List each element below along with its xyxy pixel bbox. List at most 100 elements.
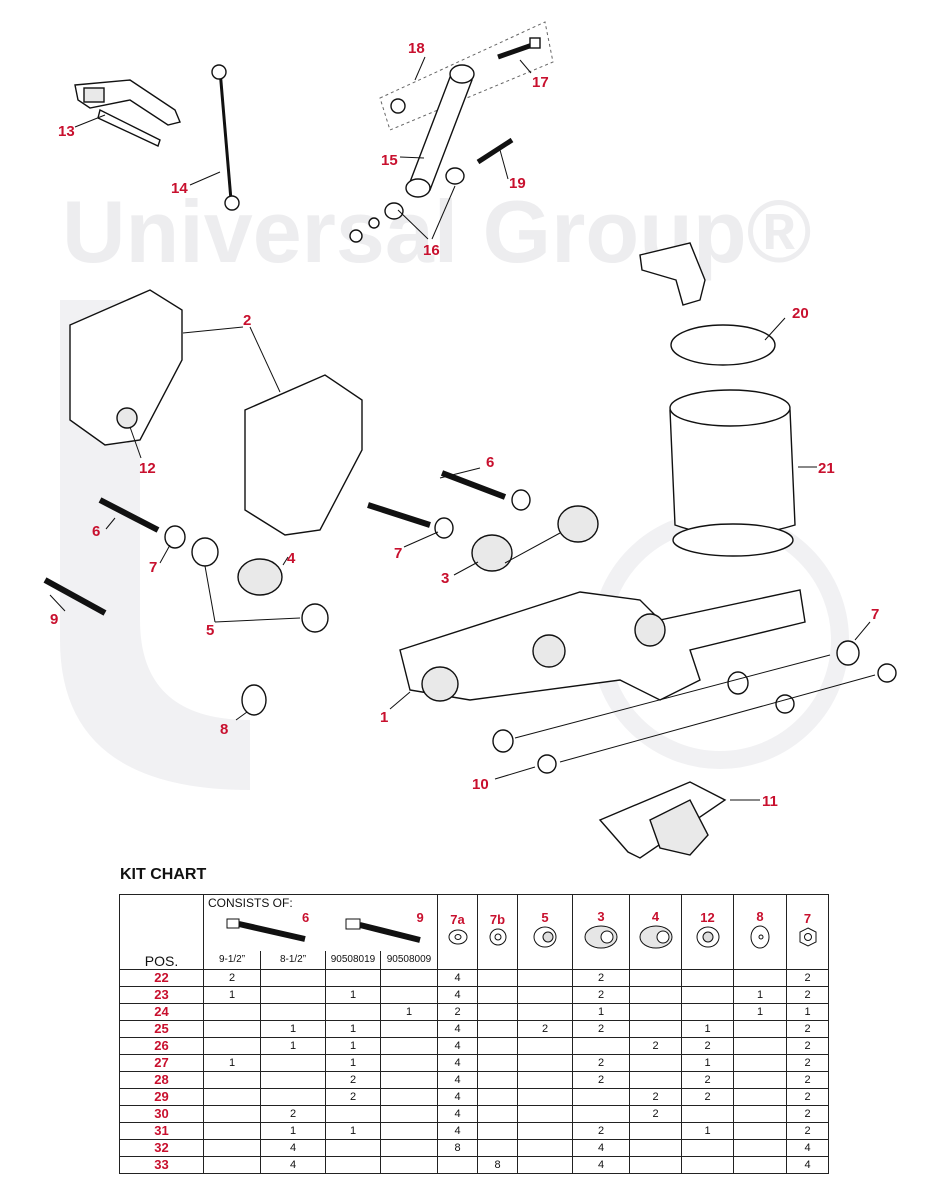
quantity-cell bbox=[629, 1156, 682, 1174]
washer-8-icon bbox=[750, 925, 770, 948]
callout-1: 1 bbox=[380, 709, 388, 726]
callout-8: 8 bbox=[220, 721, 228, 738]
column-5: 5 bbox=[517, 894, 573, 970]
part-4-bushing bbox=[237, 558, 283, 596]
quantity-cell bbox=[517, 1122, 573, 1140]
column-4: 4 bbox=[629, 894, 682, 970]
callout-4: 4 bbox=[287, 550, 296, 567]
quantity-cell bbox=[477, 1071, 518, 1089]
quantity-cell bbox=[733, 1139, 787, 1157]
quantity-cell: 4 bbox=[786, 1139, 829, 1157]
column-7: 7 bbox=[786, 894, 829, 970]
part-19-bolt bbox=[476, 137, 514, 165]
quantity-cell bbox=[203, 1139, 261, 1157]
quantity-cell bbox=[681, 1139, 734, 1157]
quantity-cell: 2 bbox=[786, 1020, 829, 1038]
pos-cell: 33 bbox=[119, 1156, 204, 1174]
quantity-cell: 1 bbox=[325, 986, 381, 1004]
quantity-cell: 2 bbox=[786, 1054, 829, 1072]
quantity-cell: 1 bbox=[572, 1003, 630, 1021]
quantity-cell bbox=[380, 986, 438, 1004]
quantity-cell bbox=[477, 1020, 518, 1038]
quantity-cell bbox=[733, 1105, 787, 1123]
column-3: 3 bbox=[572, 894, 630, 970]
column-part-9: 9 bbox=[416, 910, 424, 925]
bushing-5-icon bbox=[533, 926, 557, 947]
pos-cell: 26 bbox=[119, 1037, 204, 1055]
consists-of-header: CONSISTS OF: 6 9 bbox=[203, 894, 438, 951]
quantity-cell bbox=[380, 1139, 438, 1157]
pos-cell: 27 bbox=[119, 1054, 204, 1072]
callout-15: 15 bbox=[381, 152, 398, 169]
subheader-8-1-2: 8-1/2” bbox=[260, 951, 326, 970]
bolt-6-icon: 6 bbox=[215, 911, 315, 947]
callout-12: 12 bbox=[139, 460, 156, 477]
quantity-cell bbox=[203, 1122, 261, 1140]
callout-18: 18 bbox=[408, 40, 425, 57]
part-21-air-spring bbox=[669, 389, 796, 557]
callout-7-right: 7 bbox=[871, 606, 879, 623]
quantity-cell bbox=[629, 969, 682, 987]
quantity-cell bbox=[572, 1105, 630, 1123]
quantity-cell: 2 bbox=[572, 969, 630, 987]
quantity-cell: 2 bbox=[681, 1037, 734, 1055]
quantity-cell: 4 bbox=[437, 1020, 478, 1038]
quantity-cell bbox=[629, 1020, 682, 1038]
part-7-washers bbox=[164, 489, 860, 753]
quantity-cell: 2 bbox=[786, 1105, 829, 1123]
quantity-cell bbox=[629, 986, 682, 1004]
subheader-9-1-2: 9-1/2” bbox=[203, 951, 261, 970]
part-3-bushings bbox=[471, 505, 599, 572]
pos-cell: 22 bbox=[119, 969, 204, 987]
quantity-cell bbox=[477, 1088, 518, 1106]
column-12: 12 bbox=[681, 894, 734, 970]
quantity-cell: 4 bbox=[437, 1037, 478, 1055]
quantity-cell: 2 bbox=[260, 1105, 326, 1123]
quantity-cell bbox=[203, 1020, 261, 1038]
part-13-sensor-bracket bbox=[74, 79, 181, 147]
pos-header: POS. bbox=[119, 894, 204, 970]
quantity-cell bbox=[733, 1156, 787, 1174]
callout-17: 17 bbox=[532, 74, 549, 91]
quantity-cell: 1 bbox=[325, 1122, 381, 1140]
quantity-cell: 4 bbox=[437, 1122, 478, 1140]
quantity-cell bbox=[733, 1054, 787, 1072]
quantity-cell: 1 bbox=[260, 1020, 326, 1038]
quantity-cell bbox=[477, 1122, 518, 1140]
callout-19: 19 bbox=[509, 175, 526, 192]
quantity-cell bbox=[517, 1105, 573, 1123]
quantity-cell: 1 bbox=[260, 1037, 326, 1055]
quantity-cell: 2 bbox=[437, 1003, 478, 1021]
part-16-bushings bbox=[349, 167, 465, 243]
quantity-cell: 4 bbox=[786, 1156, 829, 1174]
pos-cell: 24 bbox=[119, 1003, 204, 1021]
quantity-cell: 2 bbox=[786, 1071, 829, 1089]
part-14-stabilizer-link bbox=[211, 64, 240, 211]
quantity-cell: 1 bbox=[325, 1020, 381, 1038]
quantity-cell: 1 bbox=[681, 1122, 734, 1140]
callout-6-center: 6 bbox=[486, 454, 494, 471]
quantity-cell bbox=[380, 1071, 438, 1089]
quantity-cell bbox=[681, 986, 734, 1004]
quantity-cell bbox=[572, 1088, 630, 1106]
quantity-cell: 4 bbox=[260, 1139, 326, 1157]
quantity-cell bbox=[517, 1139, 573, 1157]
part-20-air-spring-plate bbox=[639, 242, 776, 366]
quantity-cell bbox=[260, 1003, 326, 1021]
quantity-cell bbox=[517, 1003, 573, 1021]
quantity-cell bbox=[380, 1122, 438, 1140]
quantity-cell bbox=[477, 969, 518, 987]
quantity-cell bbox=[517, 986, 573, 1004]
callout-10: 10 bbox=[472, 776, 489, 793]
quantity-cell: 1 bbox=[260, 1122, 326, 1140]
quantity-cell bbox=[629, 1054, 682, 1072]
quantity-cell: 2 bbox=[325, 1088, 381, 1106]
quantity-cell bbox=[681, 969, 734, 987]
quantity-cell bbox=[380, 1088, 438, 1106]
quantity-cell bbox=[260, 969, 326, 987]
